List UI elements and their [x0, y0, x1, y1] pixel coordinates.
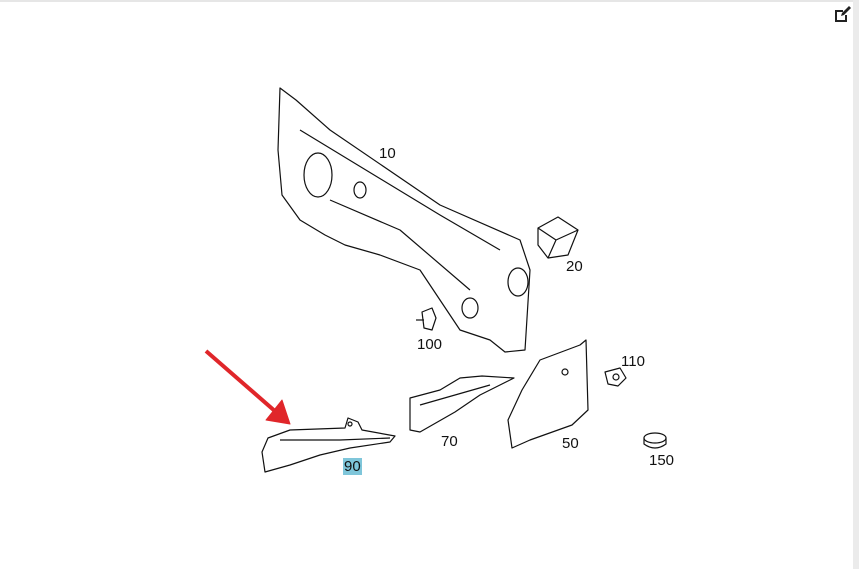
label-part-50[interactable]: 50 — [562, 435, 579, 452]
label-part-20[interactable]: 20 — [566, 258, 583, 275]
top-border — [0, 0, 859, 2]
part-10-firewall-insulation — [277, 87, 531, 353]
label-part-150[interactable]: 150 — [649, 452, 675, 469]
label-part-70[interactable]: 70 — [441, 433, 458, 450]
part-90-duct — [261, 417, 396, 473]
part-150-pad — [643, 432, 667, 449]
part-20-block — [537, 216, 579, 259]
label-part-110[interactable]: 110 — [621, 353, 645, 370]
part-110-clip — [604, 367, 627, 387]
label-part-90-highlighted[interactable]: 90 — [343, 458, 362, 475]
side-panel-scrollbar[interactable] — [853, 0, 859, 569]
part-50-panel — [507, 339, 589, 449]
edit-icon[interactable] — [833, 6, 851, 24]
part-70-bracket — [409, 375, 515, 433]
label-part-100[interactable]: 100 — [417, 336, 443, 353]
part-100-clip — [416, 307, 437, 331]
red-arrow — [204, 349, 291, 425]
label-part-10[interactable]: 10 — [379, 145, 396, 162]
